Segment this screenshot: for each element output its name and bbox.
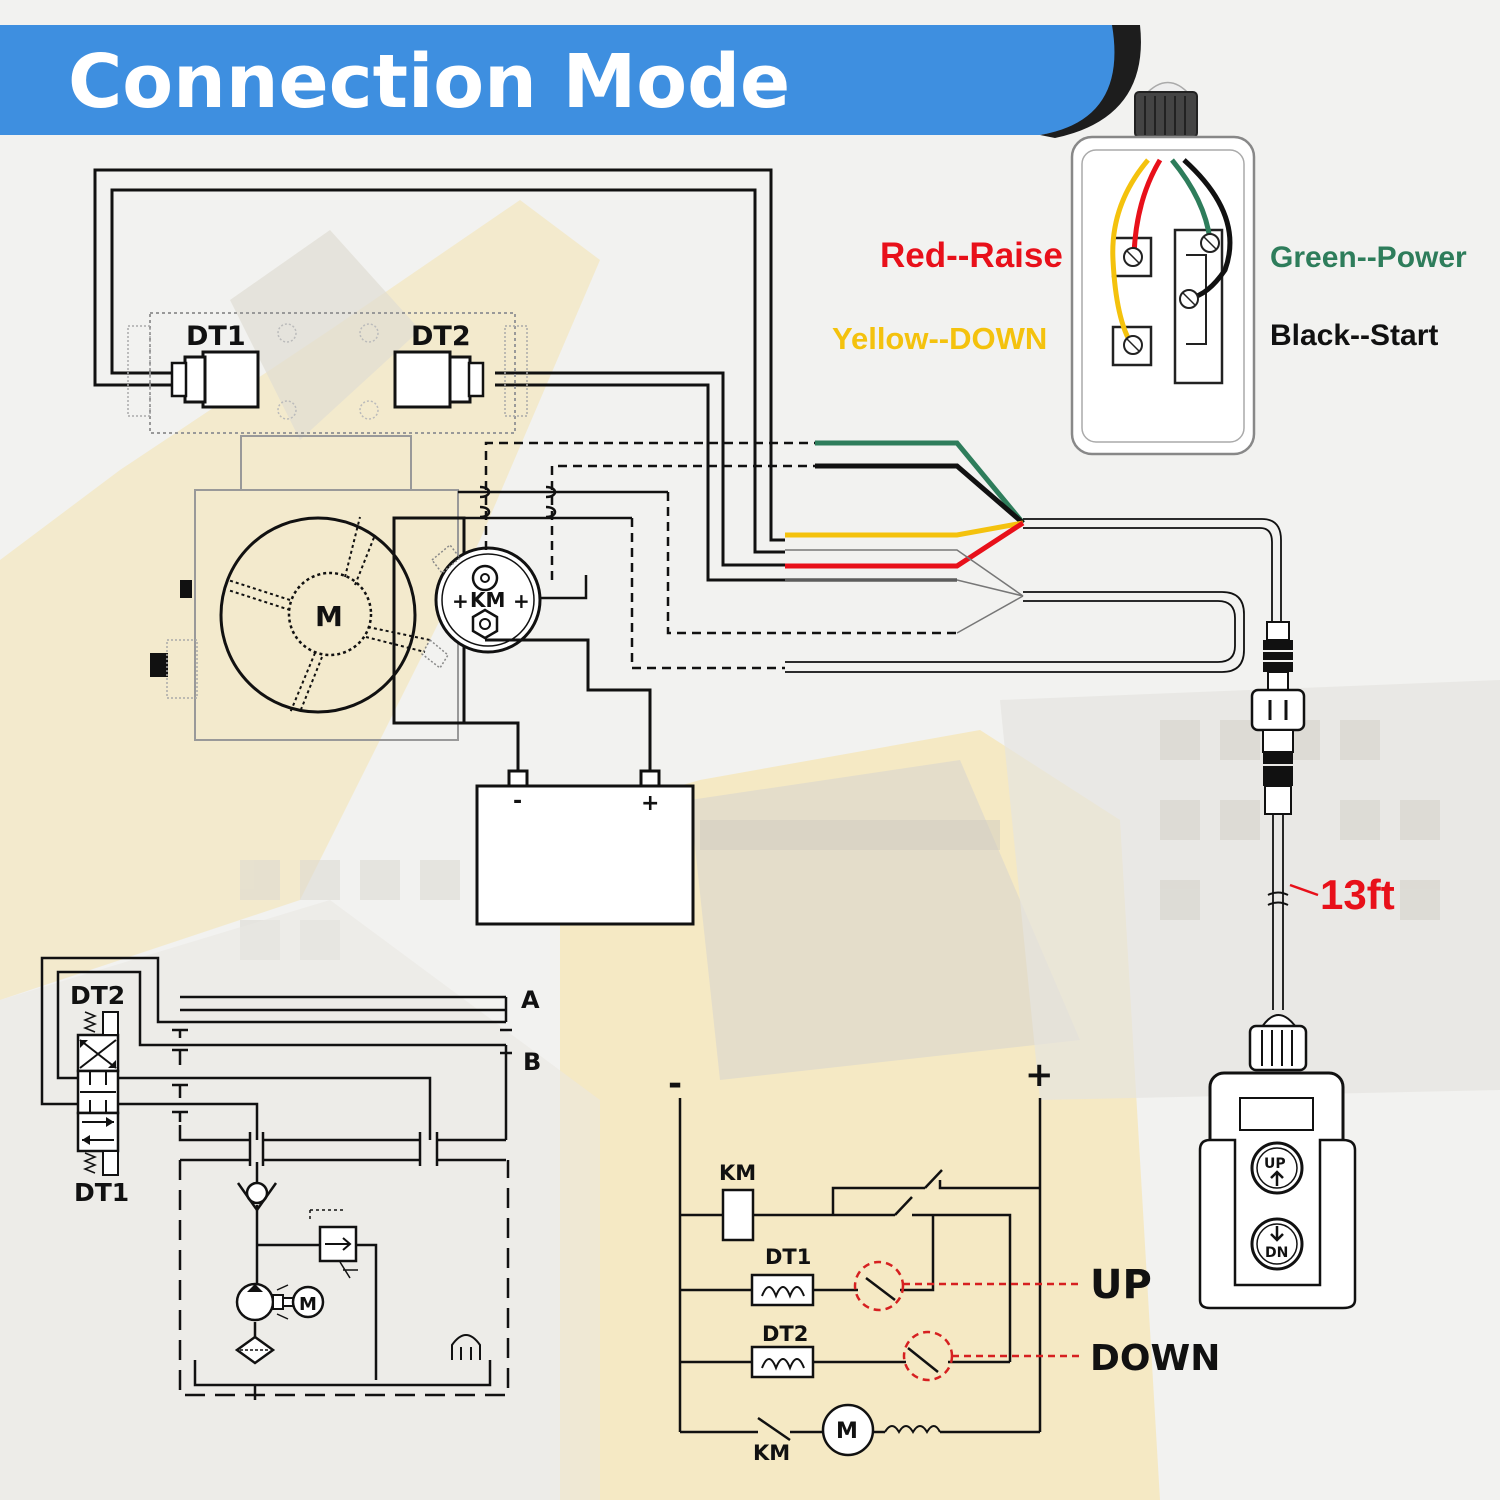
dt2-solenoid: DT2: [393, 321, 485, 409]
km-plus-left: +: [452, 589, 469, 613]
remote-down-button[interactable]: DN: [1250, 1217, 1304, 1271]
dt1-coil-label: DT1: [765, 1245, 811, 1269]
km-label: KM: [470, 588, 505, 612]
dt2-label: DT2: [411, 321, 471, 352]
hydraulic-schematic: DT2 DT1 A B M: [40, 956, 541, 1400]
km-plus-right: +: [513, 589, 530, 613]
cable-assembly: 13ft: [1250, 621, 1395, 1010]
elec-minus-label: -: [668, 1064, 682, 1104]
hyd-dt1-label: DT1: [74, 1178, 129, 1207]
motor: M: [219, 516, 431, 714]
dt1-label: DT1: [186, 321, 246, 352]
yellow-wire-label: Yellow--DOWN: [832, 321, 1047, 356]
valve-block: [149, 312, 516, 434]
dt1-solenoid: DT1: [170, 321, 260, 409]
directional-valve: [76, 1011, 120, 1176]
switch-indicators: [853, 1260, 1082, 1382]
header-banner: Connection Mode: [0, 25, 1141, 138]
km-coil-label: KM: [719, 1161, 756, 1185]
hyd-dt2-label: DT2: [70, 981, 125, 1010]
hyd-motor-label: M: [299, 1294, 317, 1315]
contactor-km: KM + +: [392, 516, 542, 725]
page-title: Connection Mode: [68, 39, 790, 125]
port-a-label: A: [521, 986, 540, 1014]
elec-plus-label: +: [1025, 1055, 1054, 1095]
remote-pendant: UP DN: [1198, 1014, 1357, 1310]
dt2-coil: [750, 1345, 815, 1379]
down-button-label: DN: [1265, 1245, 1288, 1261]
elec-motor: [821, 1403, 875, 1457]
top-wiring-diagram: DT1 DT2: [93, 168, 1282, 926]
battery-minus-label: -: [513, 789, 522, 814]
km-switch-label: KM: [753, 1441, 790, 1465]
switch-junction-box: Red--Raise Yellow--DOWN Green--Power Bla…: [832, 81, 1467, 456]
black-wire-label: Black--Start: [1270, 319, 1438, 352]
motor-label: M: [315, 600, 343, 633]
up-label: UP: [1090, 1262, 1152, 1308]
electrical-schematic: - +: [668, 1055, 1220, 1465]
green-wire-label: Green--Power: [1270, 241, 1467, 274]
up-button-label: UP: [1264, 1156, 1286, 1172]
wire-harness: [785, 440, 1025, 569]
dt1-coil: [750, 1273, 815, 1307]
remote-up-button[interactable]: UP: [1250, 1141, 1304, 1195]
port-b-label: B: [523, 1048, 541, 1076]
down-label: DOWN: [1090, 1338, 1220, 1379]
elec-motor-label: M: [836, 1419, 858, 1444]
km-coil: [721, 1188, 755, 1242]
pump-head: [240, 435, 412, 491]
dt2-coil-label: DT2: [762, 1322, 808, 1346]
cable-length-label: 13ft: [1320, 871, 1395, 918]
battery: - +: [475, 769, 695, 926]
red-wire-label: Red--Raise: [880, 236, 1063, 275]
battery-plus-label: +: [641, 791, 659, 816]
